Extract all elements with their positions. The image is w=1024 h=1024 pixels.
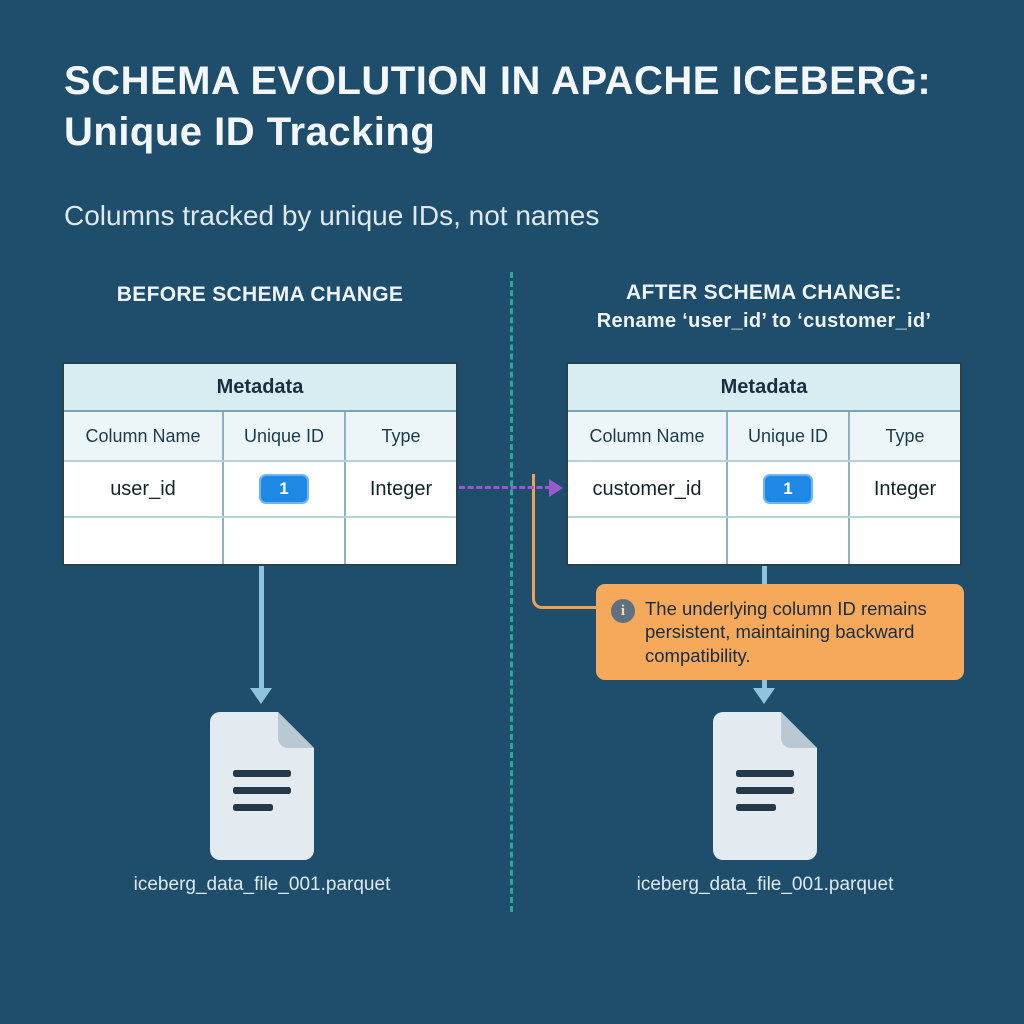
after-heading: AFTER SCHEMA CHANGE: Rename ‘user_id’ to…	[566, 278, 962, 336]
metadata-table-after: Metadata Column Name Unique ID Type cust…	[566, 362, 962, 566]
parquet-file-icon	[210, 712, 314, 860]
column-header-name: Column Name	[85, 425, 201, 446]
before-file-label: iceberg_data_file_001.parquet	[133, 874, 391, 895]
cell-unique-id: 1	[726, 462, 850, 516]
table-empty-row	[64, 518, 456, 564]
column-header-type: Type	[885, 425, 925, 446]
cell-unique-id: 1	[222, 462, 346, 516]
after-heading-line2: Rename ‘user_id’ to ‘customer_id’	[596, 310, 932, 332]
table-header-row: Column Name Unique ID Type	[64, 412, 456, 462]
callout-text: The underlying column ID remains persist…	[645, 598, 927, 666]
after-heading-line1: AFTER SCHEMA CHANGE:	[626, 281, 902, 304]
table-title: Metadata	[568, 364, 960, 412]
info-icon: i	[611, 599, 635, 623]
table-title: Metadata	[64, 364, 456, 412]
before-heading: BEFORE SCHEMA CHANGE	[116, 283, 404, 306]
column-header-unique-id: Unique ID	[222, 412, 346, 460]
document-icon	[713, 712, 817, 865]
column-header-type: Type	[381, 425, 421, 446]
before-down-arrow-head	[250, 688, 272, 704]
page-title-line1: SCHEMA EVOLUTION IN APACHE ICEBERG:	[64, 59, 932, 103]
before-down-arrow	[259, 564, 264, 690]
info-callout: i The underlying column ID remains persi…	[596, 584, 964, 680]
center-dashed-divider	[510, 272, 513, 912]
metadata-table-before: Metadata Column Name Unique ID Type user…	[62, 362, 458, 566]
page-subtitle: Columns tracked by unique IDs, not names	[64, 200, 600, 231]
table-row: user_id 1 Integer	[64, 462, 456, 518]
callout-connector-line	[532, 474, 597, 609]
column-header-name: Column Name	[589, 425, 705, 446]
table-header-row: Column Name Unique ID Type	[568, 412, 960, 462]
cell-column-name: customer_id	[592, 477, 702, 500]
document-icon	[210, 712, 314, 865]
unique-id-badge: 1	[259, 474, 309, 504]
rename-arrow-head	[549, 479, 563, 497]
cell-type: Integer	[873, 477, 937, 500]
after-file-label: iceberg_data_file_001.parquet	[636, 874, 894, 895]
column-header-unique-id: Unique ID	[726, 412, 850, 460]
unique-id-badge: 1	[763, 474, 813, 504]
page-title: SCHEMA EVOLUTION IN APACHE ICEBERG: Uniq…	[64, 56, 931, 158]
cell-column-name: user_id	[110, 477, 176, 500]
parquet-file-icon	[713, 712, 817, 860]
cell-type: Integer	[369, 477, 433, 500]
table-empty-row	[568, 518, 960, 564]
page-title-line2: Unique ID Tracking	[64, 110, 436, 154]
after-down-arrow-head	[753, 688, 775, 704]
table-row: customer_id 1 Integer	[568, 462, 960, 518]
rename-arrow-dashed	[459, 486, 551, 489]
